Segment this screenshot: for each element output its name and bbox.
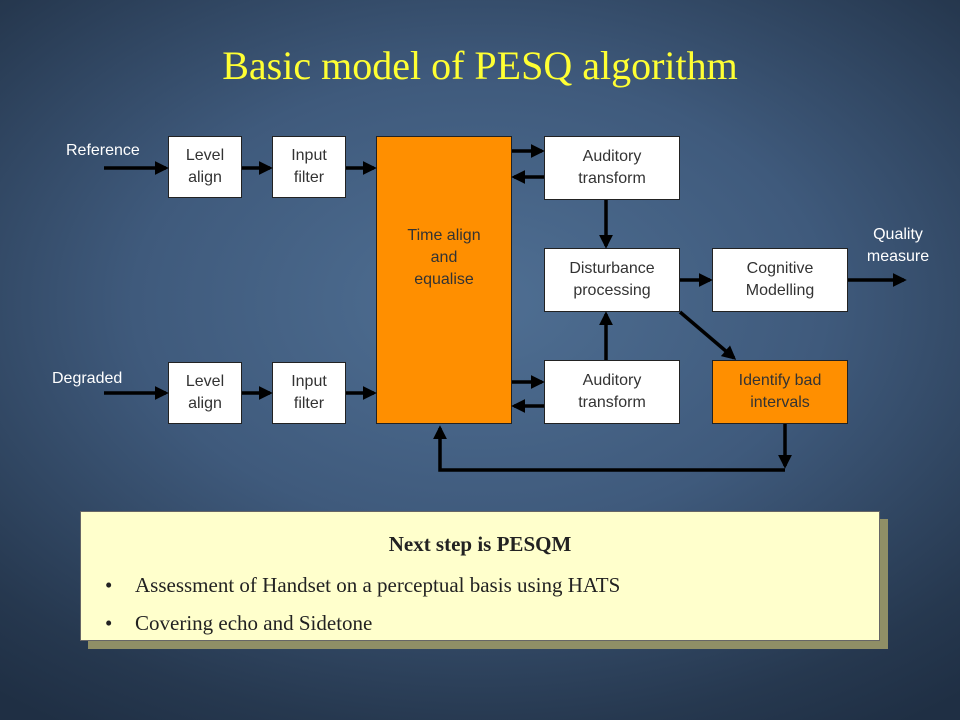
- bullet-dot-icon: •: [105, 573, 113, 597]
- auditory-transform-top-text: Auditory transform: [578, 148, 646, 187]
- quality-measure-label: Quality measure: [848, 224, 948, 268]
- level-align-bottom-text: Level align: [185, 373, 225, 412]
- auditory-transform-top-box: Auditory transform: [544, 136, 680, 200]
- reference-label: Reference: [66, 142, 140, 159]
- time-align-box: Time align and equalise: [376, 136, 512, 424]
- slide-title: Basic model of PESQ algorithm: [222, 43, 738, 88]
- cognitive-modelling-box: Cognitive Modelling: [712, 248, 848, 312]
- auditory-transform-bottom-text: Auditory transform: [578, 372, 646, 411]
- bullet-dot-icon: •: [105, 611, 113, 635]
- cognitive-modelling-text: Cognitive Modelling: [745, 260, 815, 299]
- feedback-line: [433, 425, 785, 472]
- note-bullet-2-text: Covering echo and Sidetone: [135, 611, 373, 635]
- input-filter-bottom-text: Input filter: [291, 373, 327, 412]
- auditory-transform-bottom-box: Auditory transform: [544, 360, 680, 424]
- input-filter-top-box: Input filter: [272, 136, 346, 198]
- disturbance-processing-text: Disturbance processing: [569, 260, 655, 299]
- level-align-top-text: Level align: [185, 147, 225, 186]
- next-step-note: Next step is PESQM • Assessment of Handse…: [80, 511, 880, 641]
- degraded-label: Degraded: [52, 370, 123, 387]
- quality-measure-text: Quality measure: [866, 226, 930, 265]
- note-bullet-2: • Covering echo and Sidetone: [105, 611, 372, 636]
- note-heading: Next step is PESQM: [388, 532, 572, 556]
- level-align-bottom-box: Level align: [168, 362, 242, 424]
- arrow-disturbance-to-identify: [678, 310, 737, 360]
- identify-bad-intervals-text: Identify bad intervals: [738, 372, 822, 411]
- identify-bad-intervals-box: Identify bad intervals: [712, 360, 848, 424]
- input-filter-bottom-box: Input filter: [272, 362, 346, 424]
- note-bullet-1-text: Assessment of Handset on a perceptual ba…: [135, 573, 621, 597]
- input-filter-top-text: Input filter: [291, 147, 327, 186]
- note-bullet-1: • Assessment of Handset on a perceptual b…: [105, 573, 620, 598]
- time-align-text: Time align and equalise: [407, 227, 481, 288]
